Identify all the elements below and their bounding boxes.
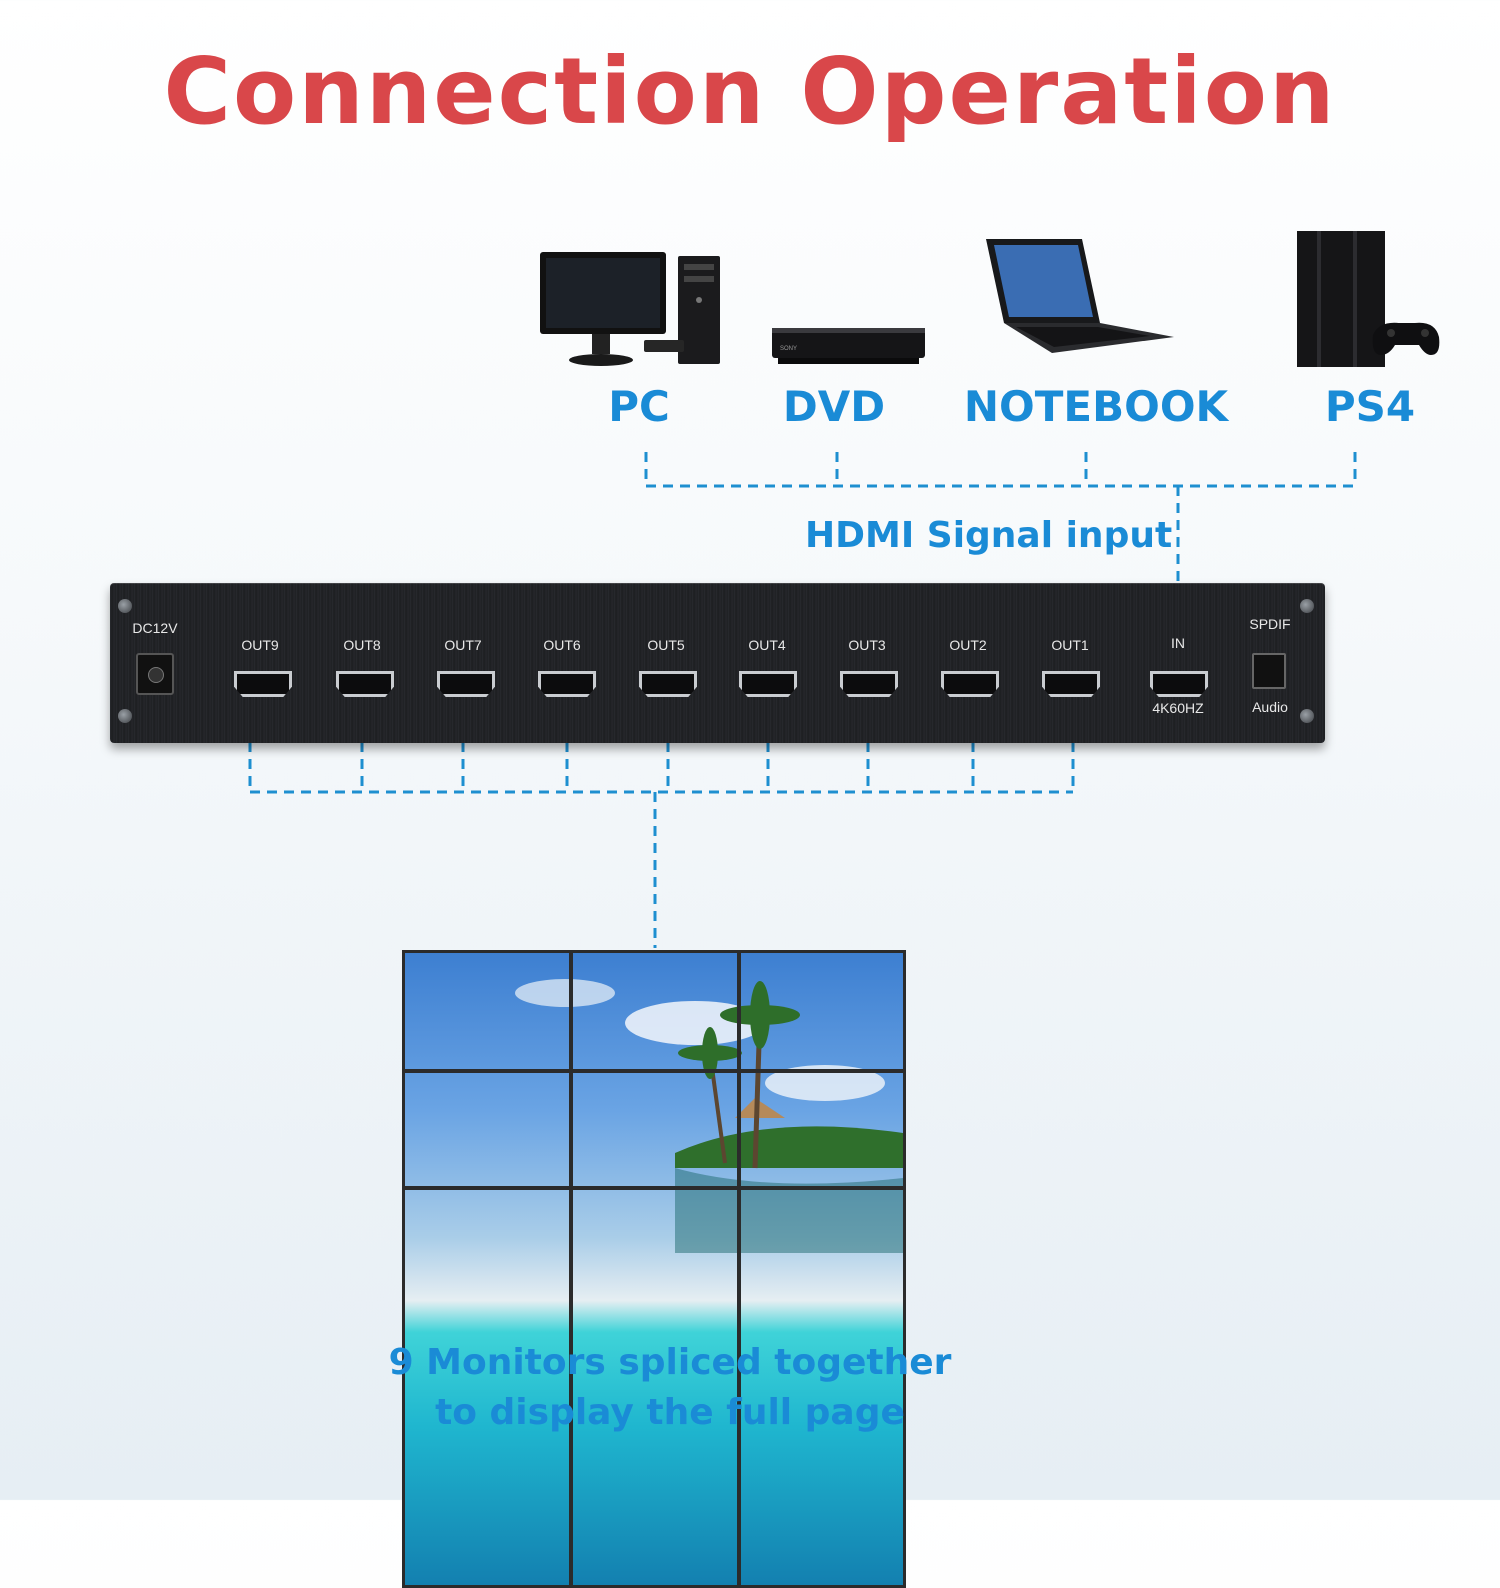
source-label-pc: PC [608, 382, 670, 431]
hdmi-output-port-5 [639, 671, 697, 697]
output-port-label-6: OUT6 [543, 637, 581, 653]
output-port-label-3: OUT3 [848, 637, 886, 653]
spdif-label: SPDIF [1249, 616, 1291, 632]
hdmi-output-port-9 [234, 671, 292, 697]
hdmi-output-port-6 [538, 671, 596, 697]
hdmi-output-port-4 [739, 671, 797, 697]
caption-line-1: 9 Monitors spliced together [388, 1342, 952, 1383]
page-title: Connection Operation [163, 38, 1337, 145]
power-jack [136, 653, 174, 695]
output-port-label-8: OUT8 [343, 637, 381, 653]
video-wall-controller: DC12V OUT9 OUT8 OUT7 OUT6 OUT5 OUT4 OUT3… [110, 583, 1325, 743]
tropical-beach-image [405, 953, 903, 1585]
game-console-icon [1295, 227, 1440, 372]
source-label-dvd: DVD [782, 382, 886, 431]
hdmi-output-port-1 [1042, 671, 1100, 697]
source-label-notebook: NOTEBOOK [963, 382, 1229, 431]
screw-icon [118, 709, 132, 723]
output-port-label-1: OUT1 [1051, 637, 1089, 653]
caption-line-2: to display the full page [435, 1392, 905, 1433]
input-port-label: IN [1171, 635, 1185, 651]
hdmi-input-port [1150, 671, 1208, 697]
screw-icon [1300, 709, 1314, 723]
power-port-label: DC12V [132, 620, 178, 636]
output-port-label-7: OUT7 [444, 637, 482, 653]
dvd-player-icon: SONY [772, 328, 925, 368]
spdif-port [1252, 653, 1286, 689]
output-port-label-4: OUT4 [748, 637, 786, 653]
signal-label: HDMI Signal input [805, 515, 1173, 556]
video-wall [402, 950, 906, 1588]
hdmi-output-port-2 [941, 671, 999, 697]
source-label-ps4: PS4 [1324, 382, 1416, 431]
hdmi-output-port-8 [336, 671, 394, 697]
screw-icon [1300, 599, 1314, 613]
svg-text:SONY: SONY [780, 346, 797, 352]
output-port-label-5: OUT5 [647, 637, 685, 653]
screw-icon [118, 599, 132, 613]
hdmi-output-port-7 [437, 671, 495, 697]
laptop-icon [982, 237, 1176, 357]
input-spec-label: 4K60HZ [1152, 700, 1204, 716]
desktop-pc-icon [538, 250, 723, 370]
output-port-label-9: OUT9 [241, 637, 279, 653]
hdmi-output-port-3 [840, 671, 898, 697]
audio-label: Audio [1252, 699, 1288, 715]
caption: 9 Monitors spliced together to display t… [300, 1338, 1040, 1438]
output-port-label-2: OUT2 [949, 637, 987, 653]
